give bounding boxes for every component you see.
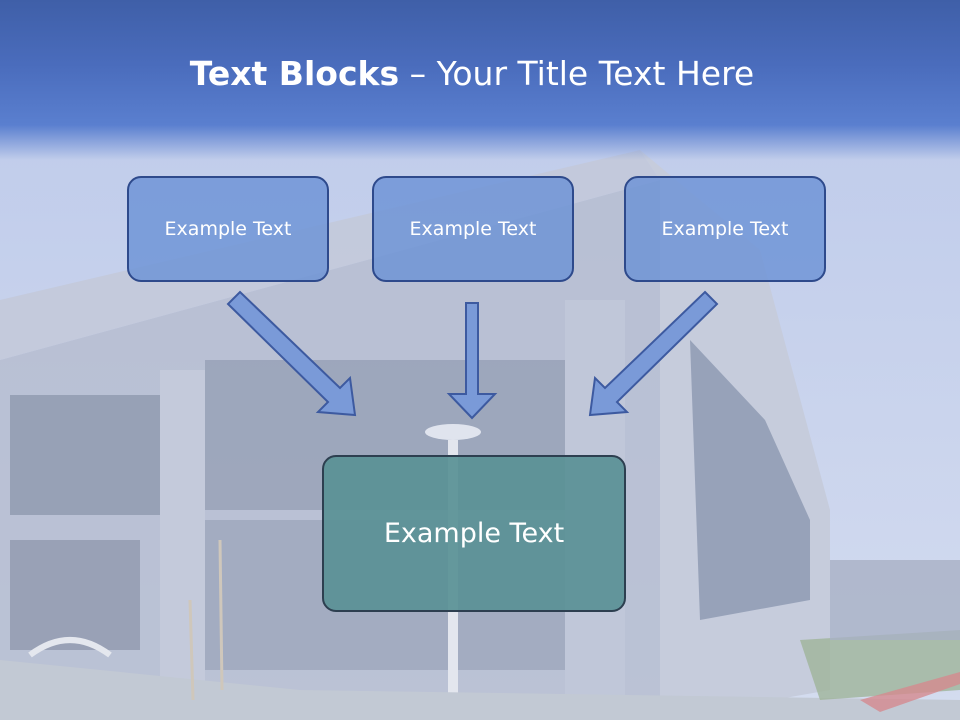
arrow-left-down-icon bbox=[226, 290, 357, 417]
title-bold-part: Text Blocks bbox=[189, 54, 400, 93]
text-block-top-left[interactable]: Example Text bbox=[127, 176, 329, 282]
slide-title: Text Blocks – Your Title Text Here bbox=[0, 52, 944, 96]
title-dash: – bbox=[399, 54, 437, 93]
text-block-top-right[interactable]: Example Text bbox=[624, 176, 826, 282]
text-block-top-middle[interactable]: Example Text bbox=[372, 176, 574, 282]
text-block-bottom[interactable]: Example Text bbox=[322, 455, 626, 612]
arrow-down-icon bbox=[446, 302, 498, 420]
text-block-top-left-label: Example Text bbox=[164, 218, 292, 240]
text-block-bottom-label: Example Text bbox=[383, 518, 565, 549]
text-block-top-right-label: Example Text bbox=[661, 218, 789, 240]
text-block-top-middle-label: Example Text bbox=[409, 218, 537, 240]
arrow-right-down-icon bbox=[588, 290, 719, 417]
title-rest: Your Title Text Here bbox=[436, 54, 755, 93]
header-band bbox=[0, 0, 960, 160]
